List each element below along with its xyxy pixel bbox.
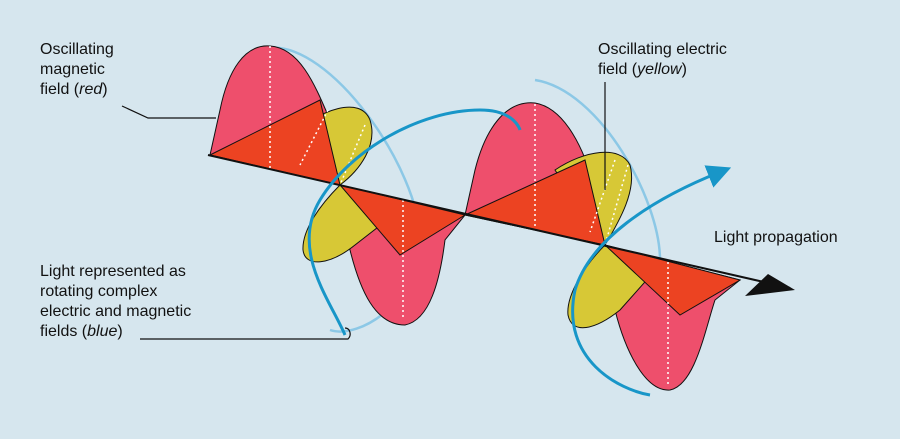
complex-label-line-4: fields (blue) bbox=[40, 323, 123, 340]
electric-label-line-1: Oscillating electric bbox=[598, 41, 727, 58]
magnetic-field-label: Oscillating magnetic field (red) bbox=[40, 40, 114, 100]
complex-field-label: Light represented as rotating complex el… bbox=[40, 262, 191, 342]
magnetic-label-line-3: field (red) bbox=[40, 81, 108, 98]
propagation-axis bbox=[207, 154, 791, 289]
complex-label-line-2: rotating complex bbox=[40, 283, 158, 300]
light-propagation-label: Light propagation bbox=[714, 229, 838, 246]
magnetic-label-line-2: magnetic bbox=[40, 61, 105, 78]
complex-field-front-helix bbox=[307, 108, 720, 397]
complex-leader-line bbox=[140, 327, 351, 340]
electric-field-label: Oscillating electric field (yellow) bbox=[598, 40, 727, 80]
magnetic-leader-line bbox=[121, 105, 216, 119]
electric-label-line-2: field (yellow) bbox=[598, 61, 687, 78]
propagation-arrowhead bbox=[745, 274, 795, 296]
complex-label-line-3: electric and magnetic bbox=[40, 303, 192, 320]
amplitude-guides bbox=[269, 46, 669, 385]
complex-label-line-1: Light represented as bbox=[40, 263, 186, 280]
overlap-region-4 bbox=[604, 244, 742, 316]
magnetic-label-line-1: Oscillating bbox=[40, 41, 114, 58]
